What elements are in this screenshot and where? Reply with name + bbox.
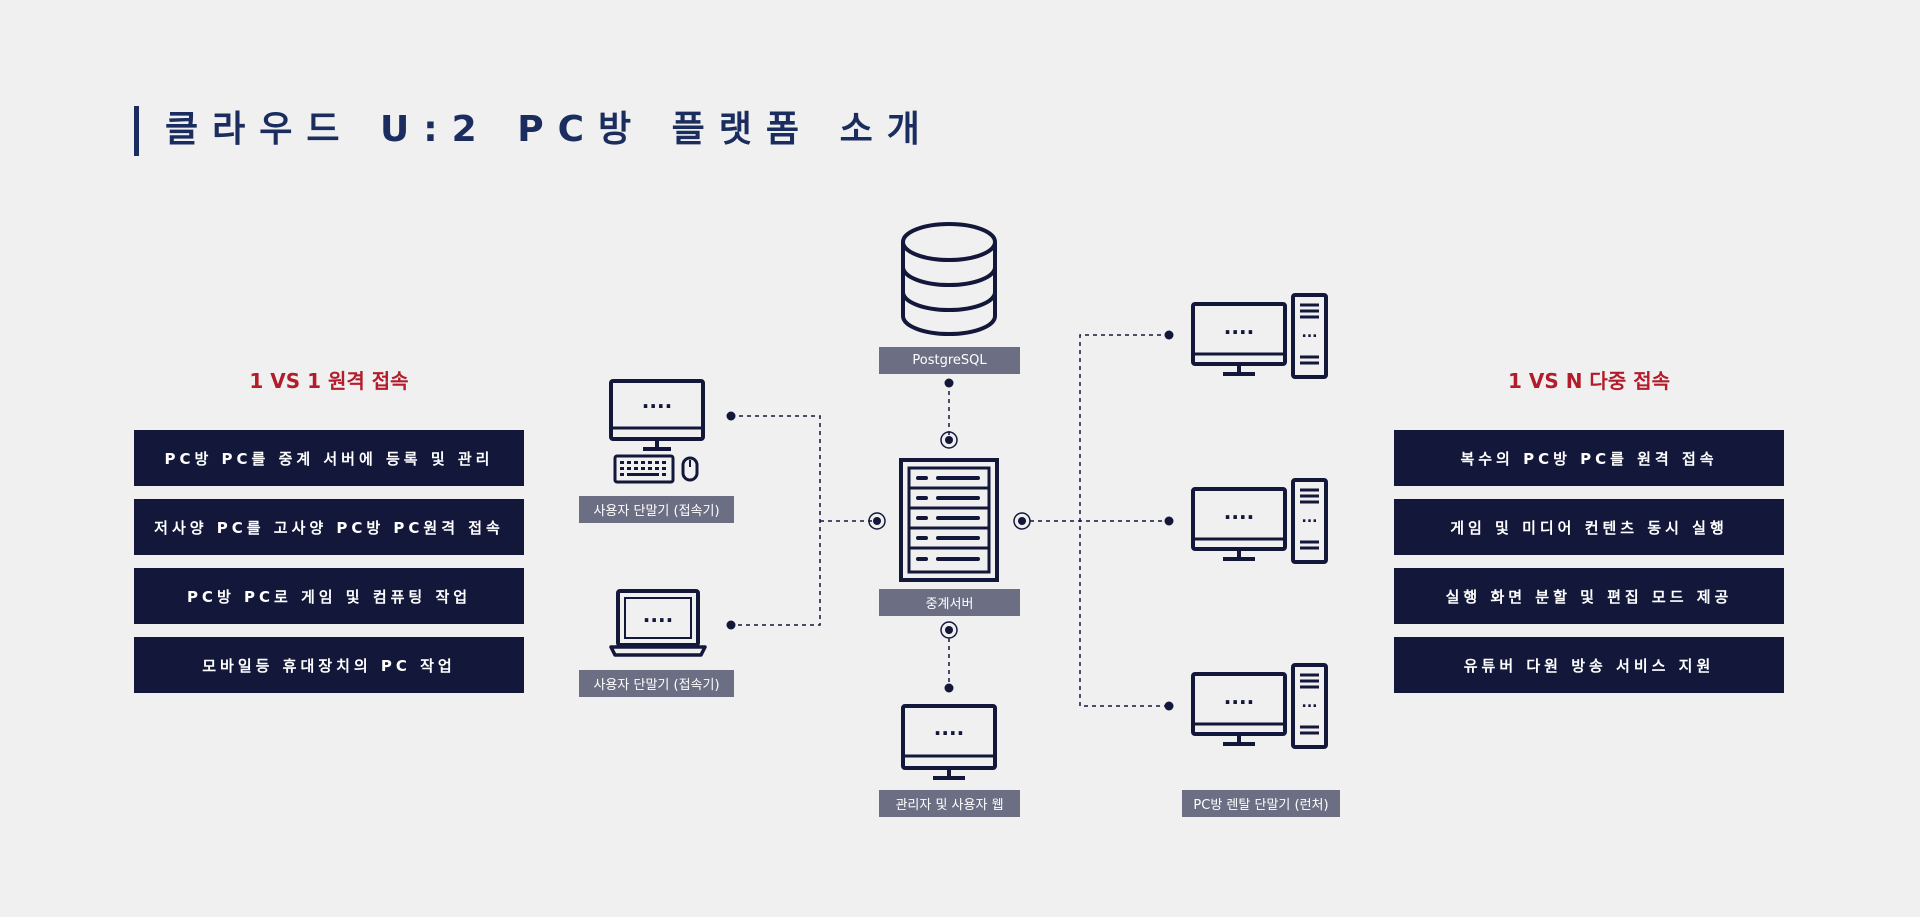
connector-dot: [726, 620, 736, 630]
svg-text:....: ....: [1224, 315, 1254, 339]
connector-node-ring: [940, 621, 958, 639]
connector-node: [945, 436, 953, 444]
connector-dot: [944, 378, 954, 388]
svg-text:....: ....: [643, 603, 673, 627]
connector-dot: [1164, 330, 1174, 340]
rental-terminals-label: PC방 렌탈 단말기 (런처): [1182, 790, 1340, 817]
right-feature-1: 복수의 PC방 PC를 원격 접속: [1394, 430, 1784, 486]
left-feature-2: 저사양 PC를 고사양 PC방 PC원격 접속: [134, 499, 524, 555]
right-feature-4: 유튜버 다원 방송 서비스 지원: [1394, 637, 1784, 693]
relay-server-label: 중계서버: [879, 589, 1020, 616]
right-feature-3: 실행 화면 분할 및 편집 모드 제공: [1394, 568, 1784, 624]
database-icon: [901, 222, 997, 336]
connector-node-ring: [940, 431, 958, 449]
svg-text:...: ...: [1302, 695, 1318, 711]
rental-branch-connector: [1079, 334, 1169, 707]
left-feature-4: 모바일등 휴대장치의 PC 작업: [134, 637, 524, 693]
monitor-icon: ....: [901, 704, 997, 780]
left-feature-1: PC방 PC를 중계 서버에 등록 및 관리: [134, 430, 524, 486]
connector-node: [945, 626, 953, 634]
right-feature-2: 게임 및 미디어 컨텐츠 동시 실행: [1394, 499, 1784, 555]
connector-node-ring: [1013, 512, 1031, 530]
left-section-heading: 1 VS 1 원격 접속: [249, 369, 409, 393]
database-label: PostgreSQL: [879, 347, 1020, 374]
desktop-tower-icon: .... ...: [1191, 478, 1328, 564]
svg-text:...: ...: [1302, 510, 1318, 526]
user-laptop-label: 사용자 단말기 (접속기): [579, 670, 734, 697]
connector-dot: [1164, 701, 1174, 711]
laptop-icon: ....: [609, 589, 707, 657]
connector-dot: [726, 411, 736, 421]
desktop-tower-icon: .... ...: [1191, 663, 1328, 749]
svg-text:...: ...: [1302, 325, 1318, 341]
svg-text:....: ....: [1224, 500, 1254, 524]
left-feature-3: PC방 PC로 게임 및 컴퓨팅 작업: [134, 568, 524, 624]
connector-dot: [944, 683, 954, 693]
right-section-heading: 1 VS N 다중 접속: [1508, 369, 1670, 393]
connector-node: [1018, 517, 1026, 525]
svg-text:....: ....: [934, 716, 964, 740]
admin-web-label: 관리자 및 사용자 웹: [879, 790, 1020, 817]
user-desktop-label: 사용자 단말기 (접속기): [579, 496, 734, 523]
page-title: 클라우드 U:2 PC방 플랫폼 소개: [165, 109, 934, 150]
connector-node: [873, 517, 881, 525]
desktop-tower-icon: .... ...: [1191, 293, 1328, 379]
connector-node-ring: [868, 512, 886, 530]
user-terminals-connector: [731, 415, 821, 626]
svg-text:....: ....: [642, 389, 672, 413]
desktop-keyboard-icon: ....: [609, 379, 705, 484]
title-accent-bar: [134, 106, 139, 156]
svg-text:....: ....: [1224, 685, 1254, 709]
connector-dot: [1164, 516, 1174, 526]
server-rack-icon: [899, 458, 999, 582]
